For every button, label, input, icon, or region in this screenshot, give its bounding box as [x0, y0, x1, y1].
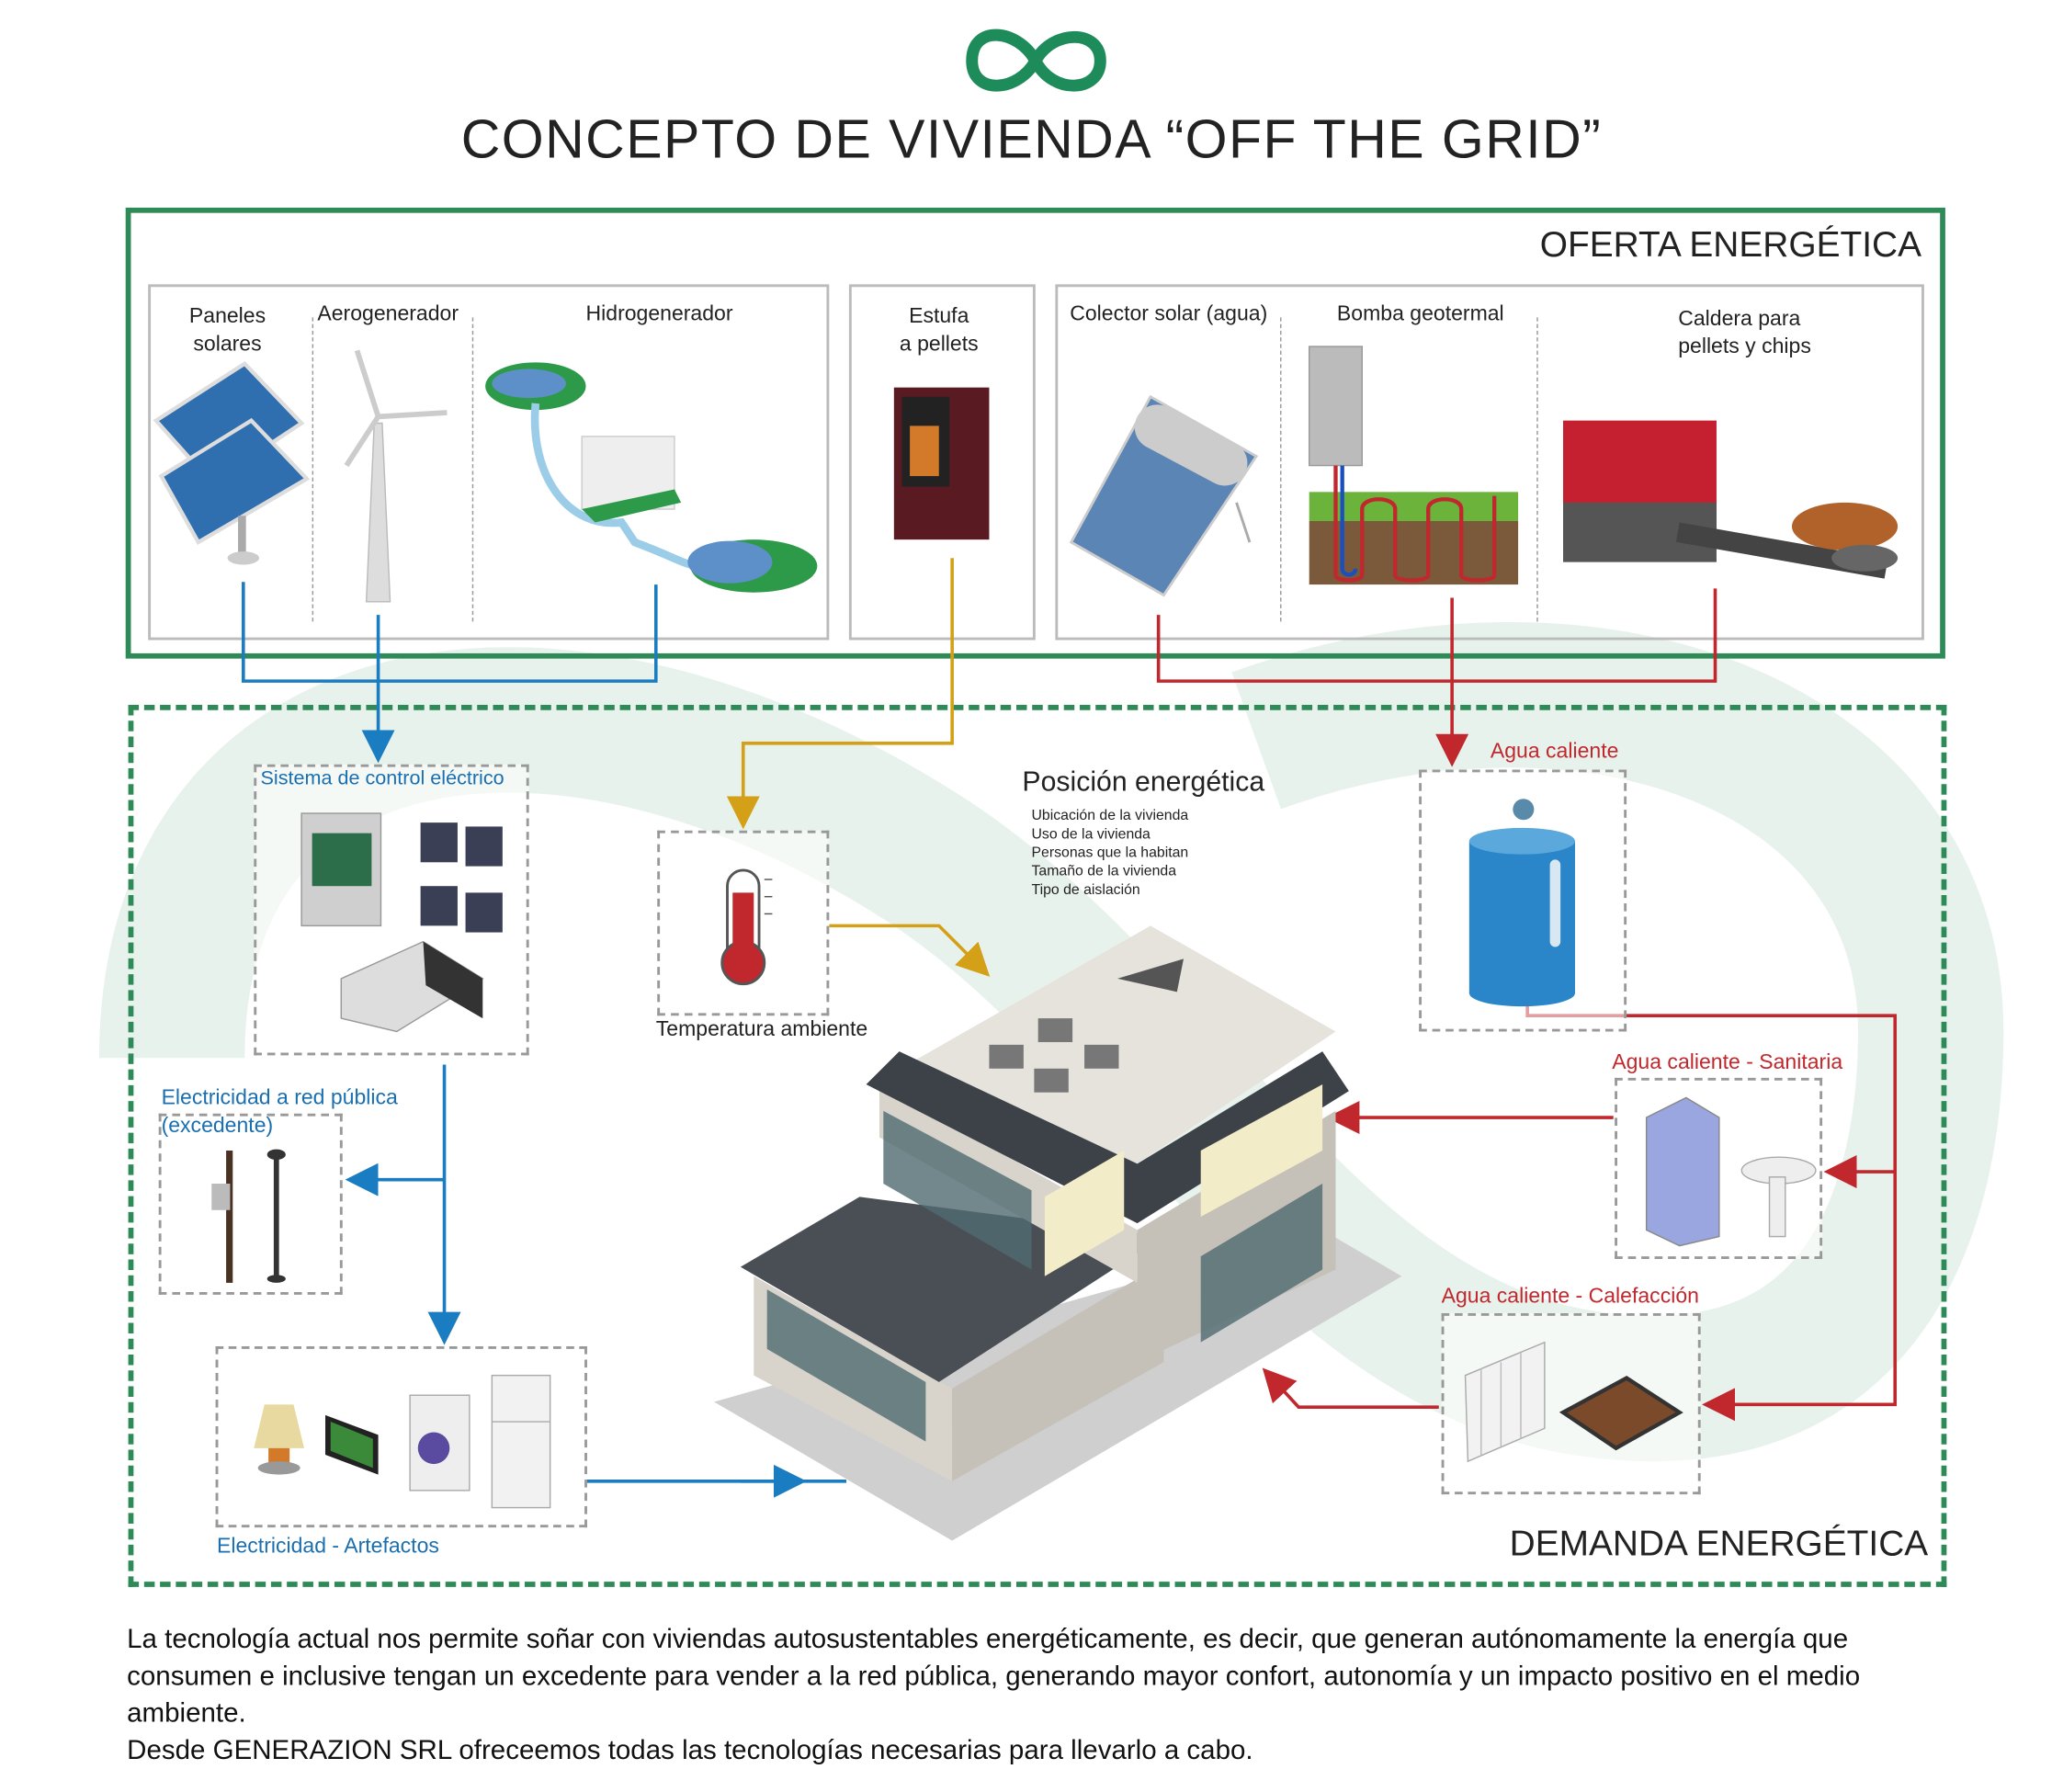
stove-box [848, 284, 1036, 641]
supply-section [125, 207, 1945, 659]
energy-position-item: Personas que la habitan [1031, 845, 1189, 861]
heating-label: Agua caliente - Calefacción [1441, 1285, 1699, 1309]
energy-position-item: Ubicación de la vivienda [1031, 808, 1189, 824]
footer-paragraph: La tecnología actual nos permite soñar c… [127, 1624, 1861, 1729]
logo-icon [966, 28, 1106, 92]
footer-closing: Desde GENERAZION SRL ofreceemos todas la… [127, 1735, 1253, 1766]
sanitary-label: Agua caliente - Sanitaria [1612, 1051, 1843, 1074]
energy-position-item: Tipo de aislación [1031, 881, 1140, 899]
appliances-label: Electricidad - Artefactos [217, 1535, 439, 1559]
label-hydro-generator: Hidrogenerador [585, 302, 733, 326]
solar-collector-icon [1069, 394, 1259, 597]
label-geothermal-pump: Bomba geotermal [1336, 302, 1504, 326]
hot-water-label: Agua caliente [1490, 740, 1619, 764]
energy-position-title: Posición energética [1022, 766, 1265, 798]
geothermal-pump-icon [1308, 346, 1519, 585]
boiler-icon [1563, 420, 1899, 579]
label-pellet-stove: Estufa a pellets [899, 305, 979, 357]
electric-sources-box [148, 284, 830, 641]
label-solar-panels: Paneles solares [188, 305, 266, 357]
wind-turbine-icon [344, 349, 448, 603]
energy-position-item: Tamaño de la vivienda [1031, 863, 1177, 880]
energy-position-list: Ubicación de la vivienda Uso de la vivie… [1031, 807, 1188, 900]
hydro-generator-icon [485, 362, 818, 593]
page-title: CONCEPTO DE VIVIENDA “OFF THE GRID” [460, 108, 1603, 170]
pellet-stove-icon [893, 387, 990, 540]
control-system-label: Sistema de control eléctrico [260, 766, 504, 790]
supply-title: OFERTA ENERGÉTICA [1539, 224, 1922, 265]
label-wind-turbine: Aerogenerador [317, 302, 459, 326]
footer-text: La tecnología actual nos permite soñar c… [127, 1621, 1952, 1769]
label-solar-collector: Colector solar (agua) [1070, 302, 1268, 326]
demand-title: DEMANDA ENERGÉTICA [1509, 1523, 1929, 1564]
demand-section [128, 705, 1947, 1587]
public-grid-label: Electricidad a red pública (excedente) [161, 1086, 398, 1138]
energy-position-item: Uso de la vivienda [1031, 826, 1151, 843]
temperature-label: Temperatura ambiente [655, 1018, 868, 1041]
temperature-box [657, 830, 830, 1016]
thermal-sources-box [1055, 284, 1924, 641]
label-boiler: Caldera para pellets y chips [1678, 308, 1811, 358]
public-grid-box [158, 1113, 343, 1295]
solar-panel-icon [153, 360, 311, 565]
